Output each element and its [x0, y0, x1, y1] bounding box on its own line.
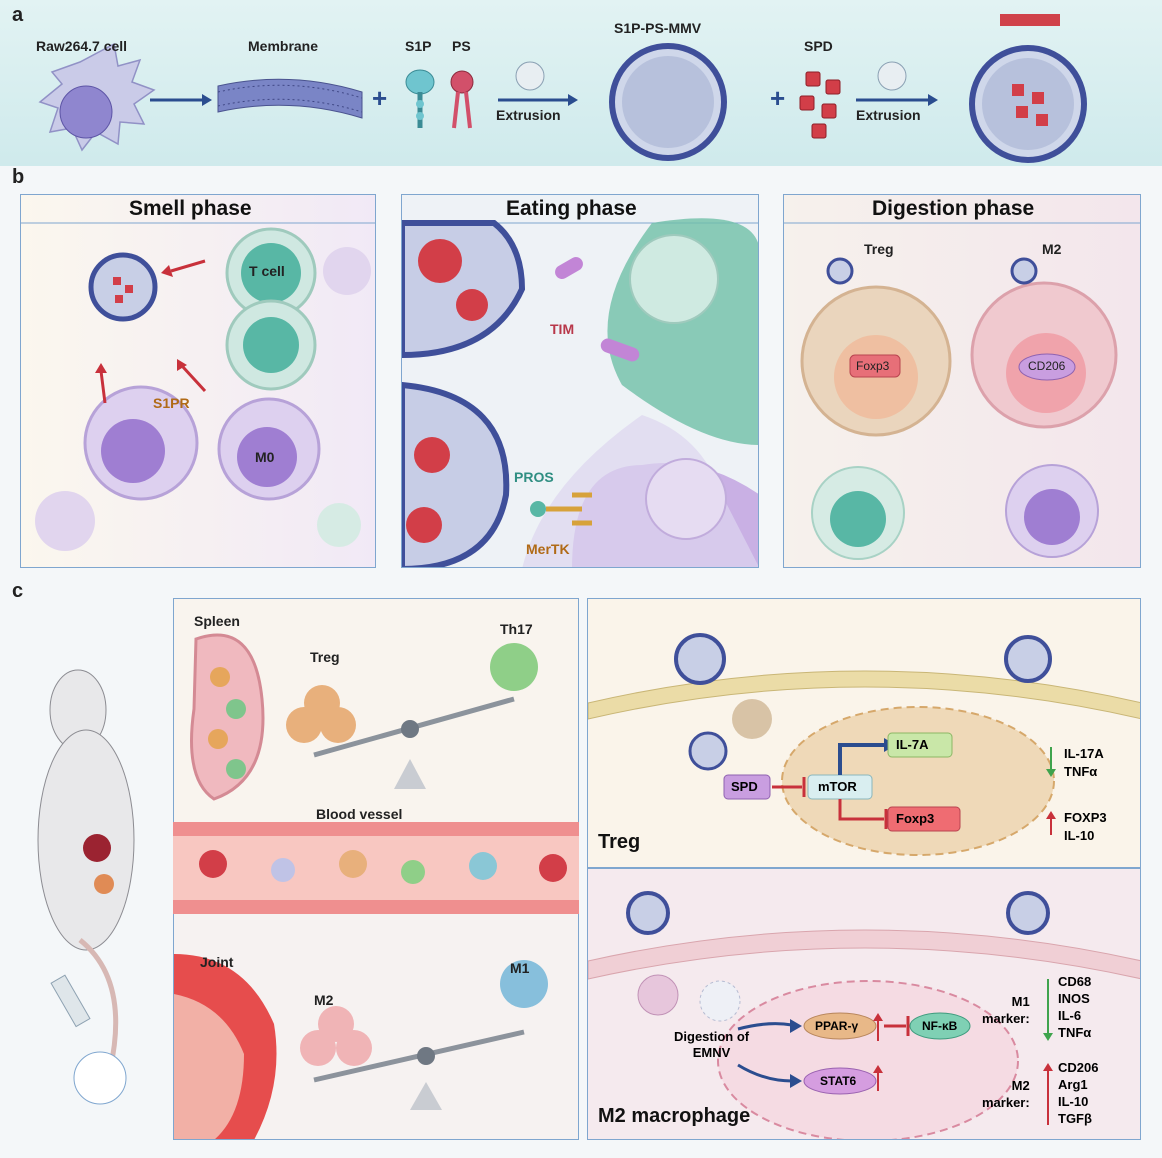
treg-up-list: FOXP3 IL-10	[1064, 809, 1107, 845]
blood-vessel-label: Blood vessel	[316, 806, 403, 822]
eating-phase-drawing	[402, 218, 758, 567]
spleen-drawing	[190, 633, 538, 801]
digestion-text: Digestion of EMNV	[674, 1029, 749, 1061]
panel-a: a +	[0, 0, 1162, 166]
joint-box: Joint M2 M1	[173, 914, 579, 1140]
s1p-label: S1P	[405, 38, 432, 54]
m1-item: CD68	[1058, 974, 1092, 989]
panel-a-letter: a	[12, 4, 24, 26]
m1-item: IL-6	[1058, 1008, 1082, 1023]
smell-phase-title: Smell phase	[129, 197, 252, 220]
foxp3-badge: Foxp3	[856, 359, 890, 373]
emnv-logo	[1000, 14, 1060, 26]
plus-2: +	[770, 83, 785, 113]
ps-label: PS	[452, 38, 471, 54]
spd-icon	[799, 71, 841, 139]
up-item: FOXP3	[1064, 810, 1107, 825]
digestion-m2-label: M2	[1042, 241, 1062, 257]
extrusion-label-2: Extrusion	[856, 107, 921, 123]
m2-pathway-box: M2 macrophage Digestion of EMNV PPAR-γ N…	[587, 868, 1141, 1140]
emnv-icon	[969, 45, 1087, 163]
m1-marker-line2: marker:	[982, 1011, 1030, 1026]
m2-item: CD206	[1058, 1060, 1099, 1075]
m2-item: Arg1	[1058, 1077, 1088, 1092]
m1-list: CD68 INOS IL-6 TNFα	[1058, 973, 1091, 1041]
membrane-icon	[217, 78, 363, 119]
m2-list: CD206 Arg1 IL-10 TGFβ	[1058, 1059, 1098, 1127]
treg-label: Treg	[310, 649, 340, 665]
membrane-label: Membrane	[248, 38, 319, 54]
digestion-phase-box: Digestion phase Treg M2 Foxp3 CD206	[783, 194, 1141, 568]
foxp3-node: Foxp3	[896, 811, 935, 826]
joint-label: Joint	[200, 954, 234, 970]
emnv-line: EMNV	[692, 1045, 731, 1060]
il7a-node: IL-7A	[896, 737, 929, 752]
spleen-box: Spleen Treg Th17	[173, 598, 579, 822]
smell-phase-drawing	[21, 222, 375, 551]
treg-pathway-drawing	[588, 633, 1140, 856]
up-item: IL-10	[1064, 828, 1095, 843]
treg-down-list: IL-17A TNFα	[1064, 745, 1104, 781]
m1-label: M1	[510, 960, 530, 976]
digestion-phase-drawing	[784, 222, 1140, 560]
plus-1: +	[372, 83, 387, 113]
th17-label: Th17	[500, 621, 533, 637]
spleen-label: Spleen	[194, 613, 240, 629]
down-item: IL-17A	[1064, 746, 1104, 761]
down-item: TNFα	[1064, 764, 1098, 779]
m2-pathway-title: M2 macrophage	[598, 1105, 751, 1127]
raw-cell-icon	[38, 42, 156, 152]
mtor-node: mTOR	[818, 779, 857, 794]
ps-icon	[450, 70, 474, 129]
panel-b-letter: b	[12, 166, 25, 188]
m2-pathway-drawing	[588, 891, 1140, 1139]
mouse-drawing	[37, 669, 135, 1105]
vesicle-label: S1P-PS-MMV	[614, 20, 702, 36]
panel-c-letter: c	[12, 580, 24, 602]
smell-phase-box: Smell phase T cell S1PR M0	[20, 194, 376, 568]
spd-label: SPD	[804, 38, 833, 54]
m2-marker-label: M2 marker:	[982, 1077, 1030, 1111]
m2-marker-line2: marker:	[982, 1095, 1030, 1110]
stat6-node: STAT6	[820, 1074, 857, 1088]
m0-label: M0	[255, 449, 275, 465]
raw-cell-label: Raw264.7 cell	[36, 38, 128, 54]
tim-label: TIM	[550, 321, 575, 337]
s1pr-label: S1PR	[153, 395, 190, 411]
m2-label: M2	[314, 992, 334, 1008]
m1-marker-label: M1 marker:	[982, 993, 1030, 1027]
joint-drawing	[174, 954, 548, 1139]
pros-label: PROS	[514, 469, 554, 485]
blood-vessel-drawing	[173, 822, 579, 914]
ppar-node: PPAR-γ	[815, 1019, 859, 1033]
s1p-icon	[405, 69, 435, 128]
s1p-ps-mmv-icon	[609, 43, 727, 161]
treg-pathway-title: Treg	[598, 831, 641, 853]
cd206-badge: CD206	[1028, 359, 1066, 373]
m2-marker-line1: M2	[1011, 1078, 1030, 1093]
m2-item: TGFβ	[1058, 1111, 1092, 1126]
panel-a-drawing: + +	[38, 14, 1087, 163]
treg-pathway-box: Treg SPD mTOR IL-7A Foxp3 IL-17A TNFα FO…	[587, 598, 1141, 868]
m2-item: IL-10	[1058, 1094, 1089, 1109]
eating-phase-box: Eating phase TIM PROS MerTK	[401, 194, 759, 568]
digestion-phase-title: Digestion phase	[872, 197, 1035, 220]
extrusion-label-1: Extrusion	[496, 107, 561, 123]
m1-item: INOS	[1058, 991, 1090, 1006]
m1-item: TNFα	[1058, 1025, 1092, 1040]
mertk-label: MerTK	[526, 541, 570, 557]
spd-node: SPD	[731, 779, 758, 794]
digestion-line: Digestion of	[674, 1029, 750, 1044]
m1-marker-line1: M1	[1011, 994, 1030, 1009]
eating-phase-title: Eating phase	[506, 197, 637, 220]
tcell-label: T cell	[249, 263, 285, 279]
nfkb-node: NF-κB	[922, 1019, 958, 1033]
digestion-treg-label: Treg	[864, 241, 894, 257]
